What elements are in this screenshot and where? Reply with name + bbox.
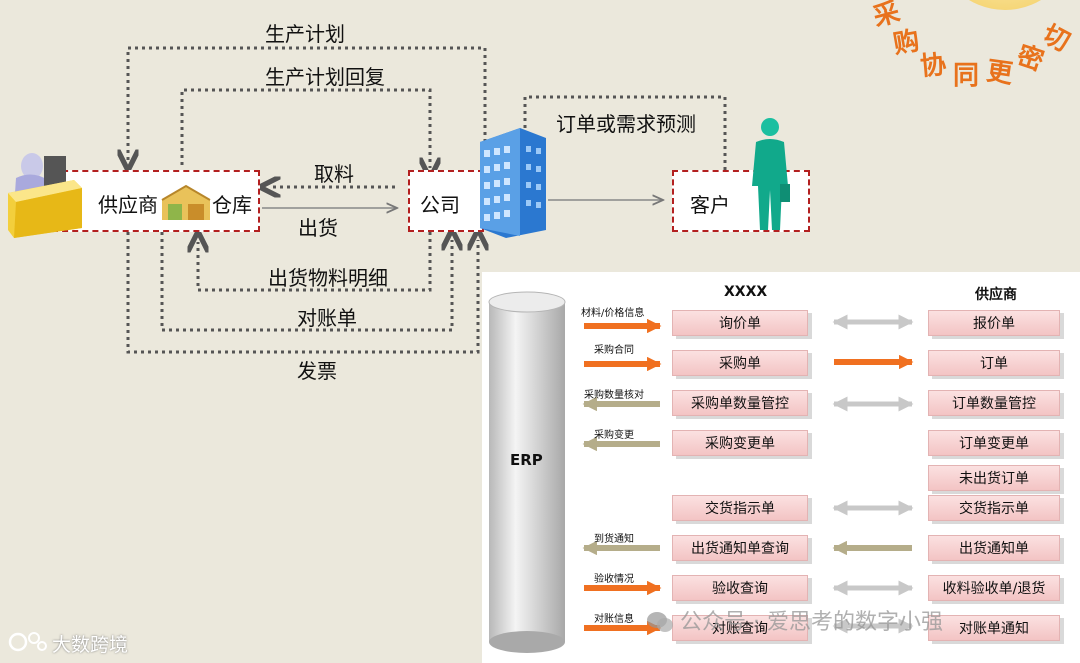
cell-unshipped-order: 未出货订单 [928, 465, 1060, 491]
erp-arrows [582, 314, 914, 636]
cell-purchase-order: 采购单 [672, 350, 808, 376]
customer-person-icon [752, 118, 790, 230]
slogan-char: 同 [953, 61, 980, 91]
cell-reconciliation-query: 对账查询 [672, 615, 808, 641]
warehouse-icon [161, 184, 211, 220]
note-purchase-change: 采购变更 [594, 430, 634, 441]
col-header-supplier: 供应商 [975, 287, 1017, 303]
col-header-xxxx: XXXX [724, 284, 768, 300]
cell-order-change: 订单变更单 [928, 430, 1060, 456]
company-box [408, 170, 484, 232]
company-label: 公司 [420, 193, 460, 217]
watermark-brand: 大数跨境 [52, 634, 129, 656]
corner-sun [935, 0, 1075, 10]
flow-label-invoice: 发票 [297, 359, 337, 383]
note-reconciliation: 对账信息 [594, 614, 634, 625]
flow-label-plan: 生产计划 [265, 22, 345, 46]
building-icon [480, 128, 546, 238]
flow-label-ship-detail: 出货物料明细 [268, 266, 388, 290]
flow-label-ship: 出货 [298, 216, 338, 240]
supplier-label: 供应商 [98, 193, 158, 217]
cell-order: 订单 [928, 350, 1060, 376]
flow-label-pick: 取料 [314, 162, 354, 186]
supplier-desk-icon [8, 153, 82, 238]
cell-po-quantity-control: 采购单数量管控 [672, 390, 808, 416]
warehouse-label: 仓库 [212, 193, 252, 217]
note-inspection: 验收情况 [594, 574, 634, 585]
brand-logo-icon [8, 632, 47, 652]
cell-inspection-query: 验收查询 [672, 575, 808, 601]
note-purchase-contract: 采购合同 [594, 345, 634, 356]
cell-po-change: 采购变更单 [672, 430, 808, 456]
customer-label: 客户 [690, 193, 730, 217]
note-arrival-notice: 到货通知 [594, 534, 634, 545]
erp-label: ERP [510, 451, 543, 469]
cell-order-quantity-control: 订单数量管控 [928, 390, 1060, 416]
erp-cylinder [488, 291, 566, 653]
wechat-icon [647, 612, 673, 632]
flow-label-plan-reply: 生产计划回复 [265, 65, 385, 89]
cell-shipping-notice: 出货通知单 [928, 535, 1060, 561]
cell-delivery-instruction-supplier: 交货指示单 [928, 495, 1060, 521]
cell-delivery-instruction: 交货指示单 [672, 495, 808, 521]
watermark-wechat: 公众号 · 爱思考的数字小强 [680, 610, 943, 635]
cell-inquiry: 询价单 [672, 310, 808, 336]
note-material-price: 材料/价格信息 [581, 308, 645, 319]
cell-shipping-notice-query: 出货通知单查询 [672, 535, 808, 561]
cell-receipt-return: 收料验收单/退货 [928, 575, 1060, 601]
flow-label-order-forecast: 订单或需求预测 [556, 112, 696, 136]
cell-quotation: 报价单 [928, 310, 1060, 336]
note-quantity-check: 采购数量核对 [584, 390, 644, 401]
cell-statement-notice: 对账单通知 [928, 615, 1060, 641]
flow-label-statement: 对账单 [297, 306, 357, 330]
